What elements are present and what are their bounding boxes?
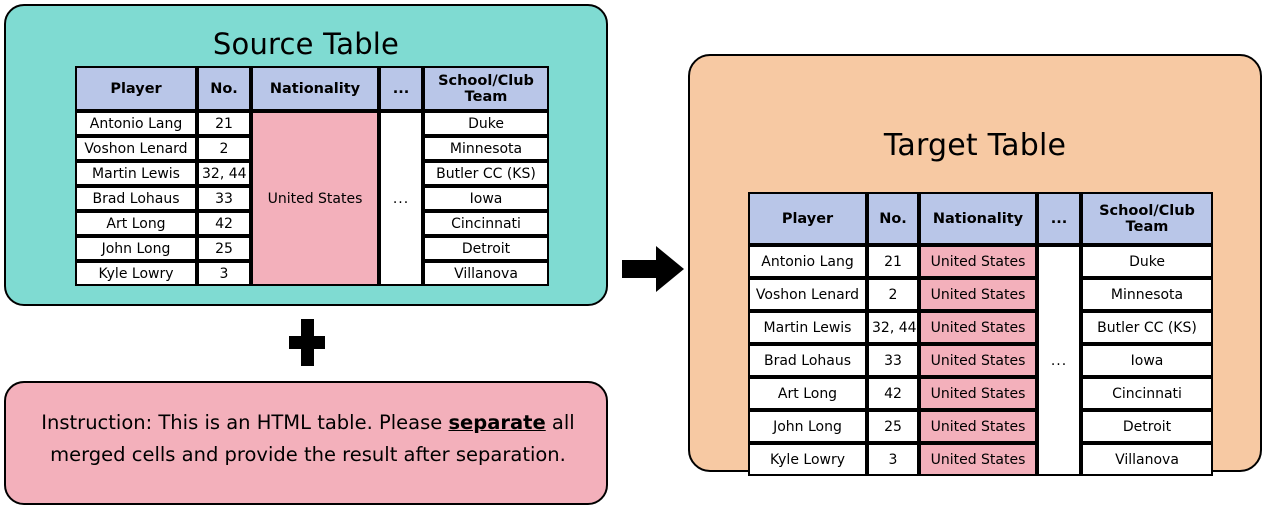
target-cell-no: 21: [867, 245, 919, 278]
source-cell-team: Duke: [423, 111, 549, 136]
table-row: Voshon Lenard 2 United States Minnesota: [748, 278, 1213, 311]
source-table-header-row: Player No. Nationality ... School/Club T…: [75, 66, 549, 111]
target-cell-nationality: United States: [919, 245, 1037, 278]
source-header-player: Player: [75, 66, 197, 111]
instruction-suffix: all merged cells and provide the result …: [50, 411, 575, 466]
table-row: Kyle Lowry 3 United States Villanova: [748, 443, 1213, 476]
target-cell-nationality: United States: [919, 344, 1037, 377]
source-table-panel: Source Table Player No. Nationality ... …: [4, 4, 608, 306]
table-row: Brad Lohaus 33 United States Iowa: [748, 344, 1213, 377]
target-panel-title: Target Table: [883, 128, 1067, 163]
table-row: Martin Lewis 32, 44 Butler CC (KS): [75, 161, 549, 186]
instruction-prefix: Instruction: This is an HTML table. Plea…: [41, 411, 449, 434]
target-cell-player: Art Long: [748, 377, 867, 410]
target-cell-team: Iowa: [1081, 344, 1213, 377]
target-cell-no: 25: [867, 410, 919, 443]
source-cell-player: Martin Lewis: [75, 161, 197, 186]
target-cell-player: Brad Lohaus: [748, 344, 867, 377]
table-row: Antonio Lang 21 United States ... Duke: [748, 245, 1213, 476]
target-table-panel: Target Table Player No. Nationality ... …: [688, 54, 1262, 476]
source-merged-cell-ellipsis: ...: [379, 111, 423, 286]
source-cell-no: 32, 44: [197, 161, 251, 186]
target-table-header-row: Player No. Nationality ... School/Club T…: [748, 192, 1213, 245]
table-row: Art Long 42 Cincinnati: [75, 211, 549, 236]
source-table: Player No. Nationality ... School/Club T…: [75, 66, 549, 286]
source-panel-title: Source Table: [212, 27, 400, 61]
source-cell-team: Detroit: [423, 236, 549, 261]
source-cell-no: 21: [197, 111, 251, 136]
source-cell-no: 33: [197, 186, 251, 211]
source-cell-team: Cincinnati: [423, 211, 549, 236]
instruction-text: Instruction: This is an HTML table. Plea…: [32, 407, 584, 471]
table-row: Martin Lewis 32, 44 United States Butler…: [748, 311, 1213, 344]
source-cell-no: 25: [197, 236, 251, 261]
source-cell-team: Villanova: [423, 261, 549, 286]
target-cell-no: 32, 44: [867, 311, 919, 344]
table-row: John Long 25 United States Detroit: [748, 410, 1213, 443]
target-header-no: No.: [867, 192, 919, 245]
source-header-ellipsis: ...: [379, 66, 423, 111]
source-cell-player: John Long: [75, 236, 197, 261]
target-cell-nationality: United States: [919, 443, 1037, 476]
target-cell-team: Minnesota: [1081, 278, 1213, 311]
right-arrow-icon: [622, 245, 684, 293]
target-cell-team: Duke: [1081, 245, 1213, 278]
source-merged-cell-nationality: United States: [251, 111, 379, 286]
target-cell-player: Antonio Lang: [748, 245, 867, 278]
source-cell-no: 42: [197, 211, 251, 236]
target-cell-nationality: United States: [919, 377, 1037, 410]
target-table: Player No. Nationality ... School/Club T…: [748, 192, 1213, 476]
arrow-shaft: [622, 260, 660, 278]
target-cell-nationality: United States: [919, 410, 1037, 443]
target-cell-player: Voshon Lenard: [748, 278, 867, 311]
source-cell-no: 2: [197, 136, 251, 161]
target-header-player: Player: [748, 192, 867, 245]
target-cell-nationality: United States: [919, 311, 1037, 344]
source-header-no: No.: [197, 66, 251, 111]
target-cell-player: Martin Lewis: [748, 311, 867, 344]
target-header-ellipsis: ...: [1037, 192, 1081, 245]
target-cell-team: Villanova: [1081, 443, 1213, 476]
instruction-emphasis: separate: [448, 411, 546, 434]
source-header-school-club-team: School/Club Team: [423, 66, 549, 111]
table-row: John Long 25 Detroit: [75, 236, 549, 261]
table-row: Art Long 42 United States Cincinnati: [748, 377, 1213, 410]
target-cell-no: 42: [867, 377, 919, 410]
source-cell-player: Kyle Lowry: [75, 261, 197, 286]
source-cell-player: Voshon Lenard: [75, 136, 197, 161]
target-cell-nationality: United States: [919, 278, 1037, 311]
table-row: Brad Lohaus 33 Iowa: [75, 186, 549, 211]
table-row: Voshon Lenard 2 Minnesota: [75, 136, 549, 161]
source-cell-team: Iowa: [423, 186, 549, 211]
target-cell-team: Cincinnati: [1081, 377, 1213, 410]
plus-icon-horizontal-bar: [289, 336, 325, 349]
arrow-head: [656, 246, 684, 292]
source-header-nationality: Nationality: [251, 66, 379, 111]
source-cell-player: Art Long: [75, 211, 197, 236]
target-merged-cell-ellipsis: ...: [1037, 245, 1081, 476]
table-row: Kyle Lowry 3 Villanova: [75, 261, 549, 286]
target-cell-player: Kyle Lowry: [748, 443, 867, 476]
target-header-school-club-team: School/Club Team: [1081, 192, 1213, 245]
target-cell-team: Detroit: [1081, 410, 1213, 443]
source-cell-team: Butler CC (KS): [423, 161, 549, 186]
source-cell-player: Antonio Lang: [75, 111, 197, 136]
table-row: Antonio Lang 21 United States ... Duke: [75, 111, 549, 286]
target-cell-no: 33: [867, 344, 919, 377]
target-cell-team: Butler CC (KS): [1081, 311, 1213, 344]
plus-icon: [289, 319, 325, 366]
target-cell-player: John Long: [748, 410, 867, 443]
source-cell-no: 3: [197, 261, 251, 286]
target-cell-no: 3: [867, 443, 919, 476]
target-cell-no: 2: [867, 278, 919, 311]
source-cell-player: Brad Lohaus: [75, 186, 197, 211]
target-header-nationality: Nationality: [919, 192, 1037, 245]
instruction-panel: Instruction: This is an HTML table. Plea…: [4, 381, 608, 505]
source-cell-team: Minnesota: [423, 136, 549, 161]
